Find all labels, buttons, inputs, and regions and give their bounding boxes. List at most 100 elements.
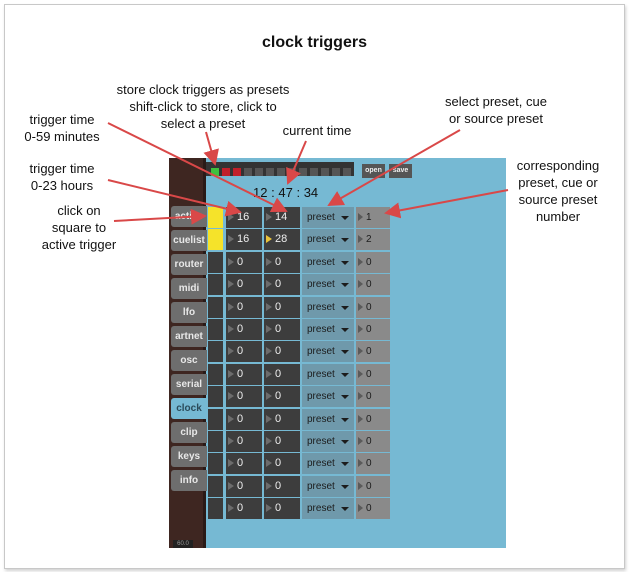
preset-slot[interactable]	[310, 168, 318, 176]
type-dropdown[interactable]: preset	[302, 431, 354, 452]
sidebar-item-keys[interactable]: keys	[171, 446, 207, 467]
preset-slot[interactable]	[288, 168, 296, 176]
preset-number-box[interactable]: 2	[356, 229, 390, 251]
sidebar-item-clip[interactable]: clip	[171, 422, 207, 443]
sidebar-item-cuelist[interactable]: cuelist	[171, 230, 207, 251]
hours-box[interactable]: 0	[226, 408, 262, 430]
sidebar-item-artnet[interactable]: artnet	[171, 326, 207, 347]
save-button[interactable]: save	[389, 164, 412, 178]
sidebar-item-router[interactable]: router	[171, 254, 207, 275]
active-square[interactable]	[208, 475, 223, 497]
hours-box[interactable]: 0	[226, 431, 262, 452]
preset-number-box[interactable]: 0	[356, 475, 390, 497]
active-square[interactable]	[208, 251, 223, 273]
active-square[interactable]	[208, 341, 223, 363]
type-dropdown[interactable]: preset	[302, 408, 354, 430]
preset-number-box[interactable]: 0	[356, 251, 390, 273]
sidebar-item-osc[interactable]: osc	[171, 350, 207, 371]
sidebar-item-clock[interactable]: clock	[171, 398, 207, 419]
preset-number-box[interactable]: 0	[356, 363, 390, 385]
minutes-box[interactable]: 0	[264, 475, 300, 497]
preset-number-box[interactable]: 0	[356, 408, 390, 430]
active-square[interactable]	[208, 363, 223, 385]
minutes-box[interactable]: 28	[264, 229, 300, 251]
minutes-box[interactable]: 0	[264, 386, 300, 408]
type-dropdown[interactable]: preset	[302, 386, 354, 408]
hours-box[interactable]: 16	[226, 229, 262, 251]
preset-slot[interactable]	[343, 168, 351, 176]
preset-number-box[interactable]: 0	[356, 341, 390, 363]
preset-number-box[interactable]: 1	[356, 207, 390, 228]
sidebar-item-lfo[interactable]: lfo	[171, 302, 207, 323]
preset-number-box[interactable]: 0	[356, 386, 390, 408]
preset-slot[interactable]	[299, 168, 307, 176]
minutes-box[interactable]: 0	[264, 431, 300, 452]
triangle-icon	[266, 213, 272, 221]
hours-box[interactable]: 0	[226, 386, 262, 408]
hours-box[interactable]: 0	[226, 498, 262, 520]
sidebar-item-serial[interactable]: serial	[171, 374, 207, 395]
preset-slot[interactable]	[321, 168, 329, 176]
type-dropdown[interactable]: preset	[302, 229, 354, 251]
active-square[interactable]	[208, 386, 223, 408]
active-square[interactable]	[208, 498, 223, 520]
active-square[interactable]	[208, 229, 223, 251]
sidebar-item-info[interactable]: info	[171, 470, 207, 491]
open-button[interactable]: open	[362, 164, 385, 178]
minutes-box[interactable]: 14	[264, 207, 300, 228]
preset-number-box[interactable]: 0	[356, 431, 390, 452]
preset-number-box[interactable]: 0	[356, 274, 390, 296]
hours-box[interactable]: 0	[226, 274, 262, 296]
hours-box[interactable]: 16	[226, 207, 262, 228]
hours-box[interactable]: 0	[226, 453, 262, 475]
type-dropdown[interactable]: preset	[302, 251, 354, 273]
preset-slot[interactable]	[222, 168, 230, 176]
active-square[interactable]	[208, 274, 223, 296]
preset-number-box[interactable]: 0	[356, 296, 390, 318]
type-dropdown[interactable]: preset	[302, 453, 354, 475]
hours-box[interactable]: 0	[226, 251, 262, 273]
active-square[interactable]	[208, 408, 223, 430]
active-square[interactable]	[208, 296, 223, 318]
active-square[interactable]	[208, 319, 223, 340]
minutes-box[interactable]: 0	[264, 341, 300, 363]
active-square[interactable]	[208, 431, 223, 452]
minutes-box[interactable]: 0	[264, 251, 300, 273]
minutes-box[interactable]: 0	[264, 408, 300, 430]
minutes-box[interactable]: 0	[264, 319, 300, 340]
preset-slot[interactable]	[332, 168, 340, 176]
preset-number-box[interactable]: 0	[356, 498, 390, 520]
hours-box[interactable]: 0	[226, 319, 262, 340]
hours-box[interactable]: 0	[226, 475, 262, 497]
type-dropdown[interactable]: preset	[302, 341, 354, 363]
preset-slot[interactable]	[211, 168, 219, 176]
preset-slot[interactable]	[244, 168, 252, 176]
type-dropdown[interactable]: preset	[302, 319, 354, 340]
type-dropdown[interactable]: preset	[302, 498, 354, 520]
type-dropdown[interactable]: preset	[302, 207, 354, 228]
type-dropdown[interactable]: preset	[302, 475, 354, 497]
minutes-box[interactable]: 0	[264, 296, 300, 318]
type-dropdown[interactable]: preset	[302, 296, 354, 318]
hours-box[interactable]: 0	[226, 363, 262, 385]
sidebar-item-active[interactable]: active	[171, 206, 207, 227]
hours-box[interactable]: 0	[226, 341, 262, 363]
active-square[interactable]	[208, 207, 223, 228]
minutes-box[interactable]: 0	[264, 274, 300, 296]
type-dropdown[interactable]: preset	[302, 274, 354, 296]
hours-box[interactable]: 0	[226, 296, 262, 318]
minutes-box[interactable]: 0	[264, 453, 300, 475]
active-square[interactable]	[208, 453, 223, 475]
preset-number-box[interactable]: 0	[356, 453, 390, 475]
type-dropdown[interactable]: preset	[302, 363, 354, 385]
preset-slot[interactable]	[266, 168, 274, 176]
sidebar-item-midi[interactable]: midi	[171, 278, 207, 299]
preset-slot[interactable]	[233, 168, 241, 176]
preset-slot[interactable]	[255, 168, 263, 176]
type-label: preset	[307, 279, 335, 291]
minutes-box[interactable]: 0	[264, 363, 300, 385]
preset-slot[interactable]	[277, 168, 285, 176]
preset-number-box[interactable]: 0	[356, 319, 390, 340]
minutes-value: 0	[275, 300, 282, 313]
minutes-box[interactable]: 0	[264, 498, 300, 520]
